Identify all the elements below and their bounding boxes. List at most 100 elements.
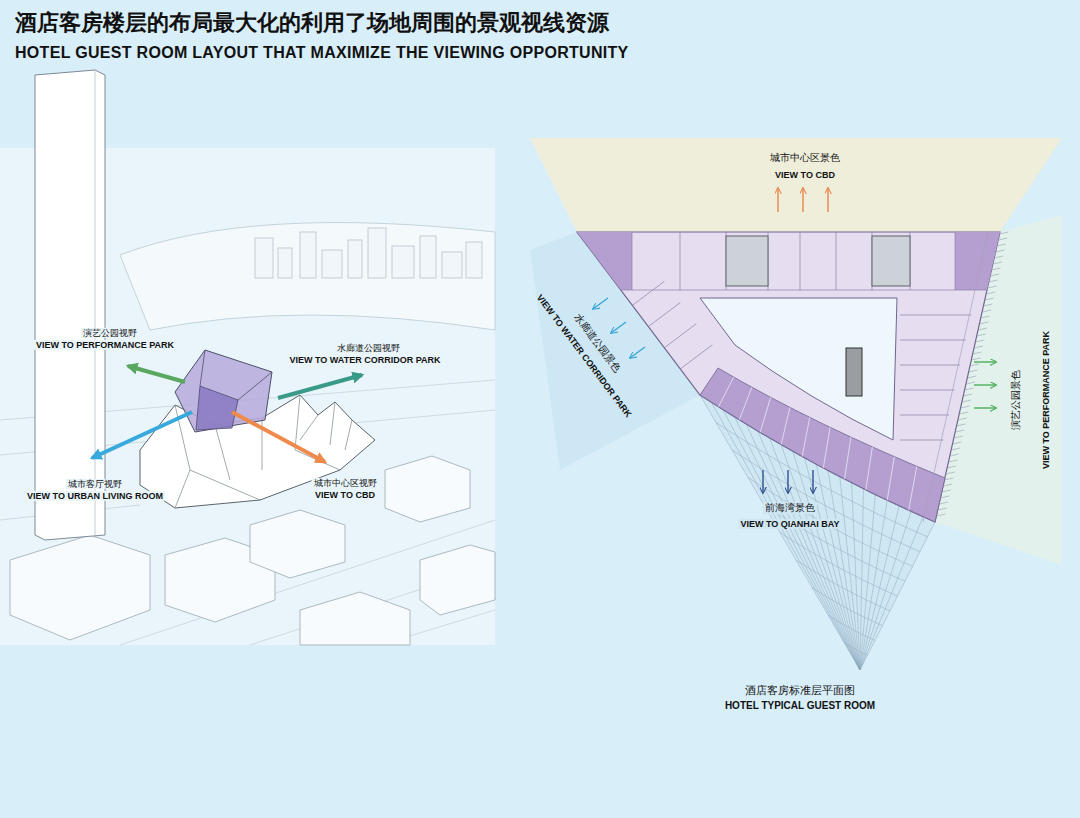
drawing-stroke xyxy=(845,437,851,479)
drawing-stroke xyxy=(974,384,996,385)
drawing-stroke xyxy=(726,236,768,286)
drawing-stroke xyxy=(974,361,996,362)
drawing-stroke xyxy=(936,232,1008,516)
drawing-stroke xyxy=(664,324,696,348)
drawing-stroke xyxy=(577,232,1000,522)
drawing-stroke xyxy=(996,250,1005,252)
view-label: 演艺公园视野 xyxy=(81,328,139,338)
drawing-stroke xyxy=(739,387,752,420)
drawing-stroke xyxy=(989,280,998,282)
drawing-stroke xyxy=(987,286,996,288)
drawing-stroke xyxy=(442,252,462,278)
drawing-stroke xyxy=(420,236,436,278)
drawing-stroke xyxy=(760,397,771,432)
title: 酒店客房楼层的布局最大化的利用了场地周围的景观视线资源 xyxy=(15,10,609,35)
drawing-stroke xyxy=(982,310,991,312)
drawing-stroke xyxy=(828,615,875,640)
drawing-stroke xyxy=(951,448,960,450)
drawing-stroke xyxy=(974,407,996,408)
drawing-stroke xyxy=(900,315,971,316)
drawing-stroke xyxy=(955,232,1000,290)
drawing-stroke xyxy=(957,424,966,426)
drawing-stroke xyxy=(990,274,999,276)
drawing-stroke xyxy=(577,232,632,290)
drawing-stroke xyxy=(322,250,342,278)
site-model xyxy=(0,70,495,645)
drawing-stroke xyxy=(593,298,608,309)
drawing-stroke xyxy=(978,328,987,330)
drawing-stroke xyxy=(963,394,972,396)
drawing-stroke xyxy=(92,412,192,458)
drawing-stroke xyxy=(796,560,890,611)
drawing-stroke xyxy=(938,508,947,510)
drawing-stroke xyxy=(947,466,956,468)
drawing-stroke xyxy=(939,502,948,504)
drawing-stroke xyxy=(630,347,645,358)
drawing-stroke xyxy=(962,400,971,402)
drawing-stroke xyxy=(979,322,988,324)
drawing-stroke xyxy=(787,470,788,493)
drawing-stroke xyxy=(250,510,345,578)
drawing-stroke xyxy=(846,348,862,396)
drawing-stroke xyxy=(942,490,951,492)
drawing-stroke xyxy=(593,188,996,493)
drawing-stroke xyxy=(966,382,975,384)
drawing-stroke xyxy=(943,484,952,486)
drawing-stroke xyxy=(632,281,664,305)
drawing-stroke xyxy=(997,244,1006,246)
drawing-stroke xyxy=(368,228,386,278)
drawing-stroke xyxy=(994,256,1003,258)
drawing-stroke xyxy=(764,505,905,581)
drawing-stroke xyxy=(10,535,150,640)
drawing-stroke xyxy=(35,70,105,540)
drawing-stroke xyxy=(95,70,96,538)
subtitle: HOTEL GUEST ROOM LAYOUT THAT MAXIMIZE TH… xyxy=(15,44,629,62)
view-label: VIEW TO CBD xyxy=(775,170,835,180)
drawing-stroke xyxy=(345,420,352,450)
plan-caption: HOTEL TYPICAL GUEST ROOM xyxy=(725,700,875,712)
drawing-stroke xyxy=(900,390,955,391)
drawing-stroke xyxy=(887,457,894,501)
drawing-stroke xyxy=(993,262,1002,264)
view-label: VIEW TO PERFORMANCE PARK xyxy=(34,340,176,350)
drawing-stroke xyxy=(802,188,803,212)
drawing-stroke xyxy=(120,223,495,330)
drawing-stroke xyxy=(232,412,325,462)
drawing-stroke xyxy=(1000,232,1009,234)
drawing-stroke xyxy=(836,232,837,290)
drawing-stroke xyxy=(969,370,978,372)
drawing-stroke xyxy=(961,406,970,408)
drawing-stroke xyxy=(812,588,883,626)
drawing-stroke xyxy=(977,334,986,336)
drawing-stroke xyxy=(909,466,917,510)
drawing-stroke xyxy=(190,470,260,500)
drawing-stroke xyxy=(680,232,681,290)
drawing-stroke xyxy=(971,358,980,360)
floor-plan xyxy=(530,138,1062,670)
drawing-stroke xyxy=(985,298,994,300)
drawing-stroke xyxy=(762,470,763,493)
drawing-stroke xyxy=(998,238,1007,240)
view-label: 城市中心区景色 xyxy=(770,152,840,164)
drawing-stroke xyxy=(300,592,410,645)
view-label: 城市中心区视野 xyxy=(312,478,379,488)
view-label: VIEW TO WATER CORRIDOR PARK xyxy=(287,355,442,365)
drawing-stroke xyxy=(348,240,362,278)
drawing-stroke xyxy=(823,427,830,468)
drawing-stroke xyxy=(955,430,964,432)
drawing-stroke xyxy=(420,545,495,615)
drawing-stroke xyxy=(958,418,967,420)
drawing-stroke xyxy=(946,472,955,474)
drawing-stroke xyxy=(974,346,983,348)
drawing-stroke xyxy=(632,232,633,290)
drawing-stroke xyxy=(255,238,273,278)
drawing-stroke xyxy=(278,375,362,398)
drawing-stroke xyxy=(466,242,482,278)
drawing-stroke xyxy=(530,138,1062,232)
drawing-stroke xyxy=(965,388,974,390)
drawing-stroke xyxy=(952,442,961,444)
drawing-stroke xyxy=(900,340,966,341)
drawing-stroke xyxy=(175,350,272,432)
